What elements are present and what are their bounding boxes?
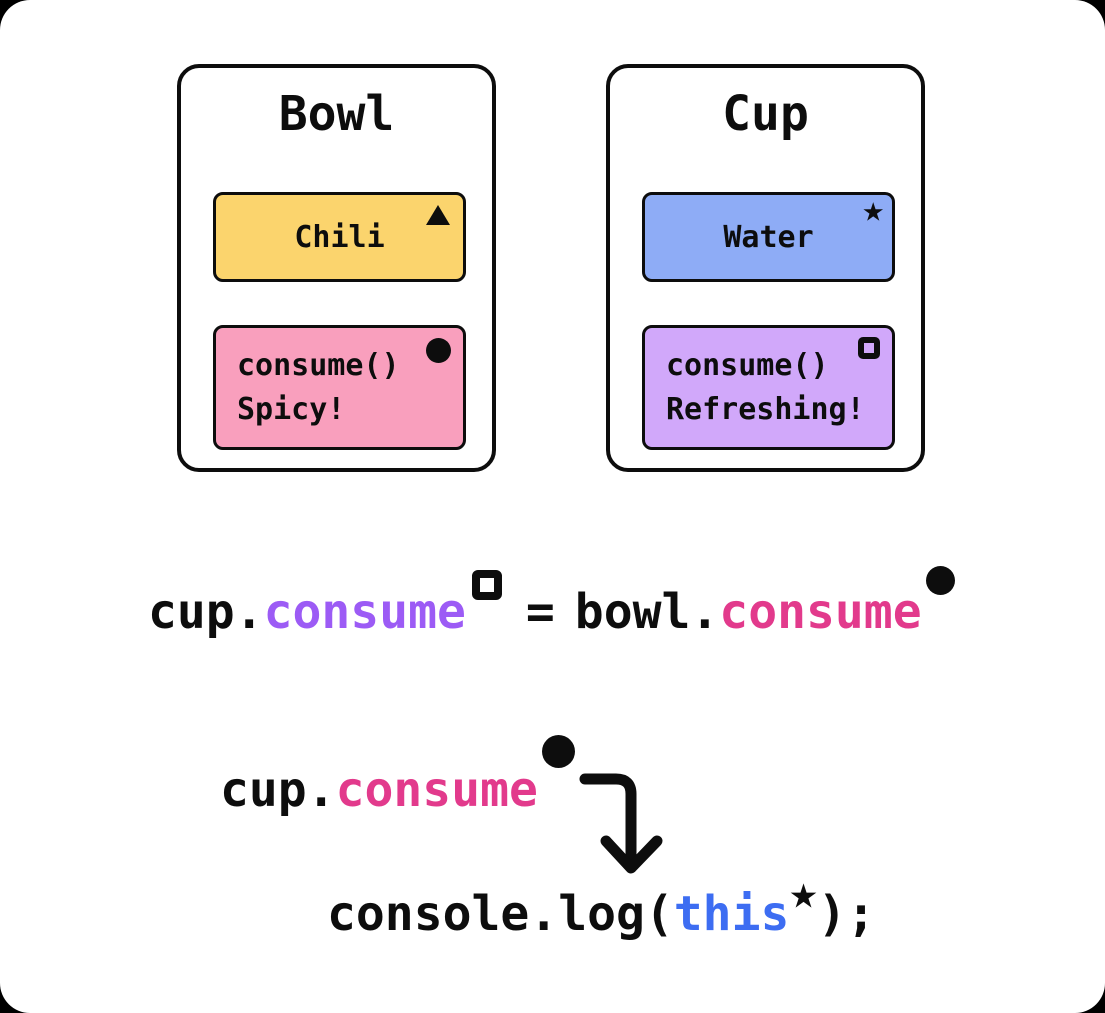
log-suffix: );: [817, 886, 876, 942]
assignment-rhs-object: bowl.: [574, 584, 720, 640]
assignment-lhs-object: cup.: [148, 584, 264, 640]
flow-arrow-icon: [579, 773, 663, 874]
star-icon: ★: [789, 865, 818, 920]
star-icon: ★: [862, 189, 884, 230]
cup-method-name: consume(): [666, 347, 829, 383]
cup-object-box: Cup ★ Water consume() Refreshing!: [606, 64, 925, 472]
log-prefix: console.log(: [327, 886, 674, 942]
bowl-state-label: Chili: [294, 219, 385, 255]
circle-icon: [541, 735, 575, 768]
cup-title: Cup: [722, 86, 809, 142]
square-icon: [471, 570, 502, 600]
log-code-line: console.log( this ★ );: [327, 869, 876, 942]
call-method: consume: [335, 762, 538, 818]
bowl-object-box: Bowl Chili consume() Spicy!: [177, 64, 496, 472]
cup-state-label: Water: [723, 219, 814, 255]
circle-icon: [426, 338, 451, 363]
assignment-lhs-method: consume: [263, 584, 466, 640]
bowl-title: Bowl: [278, 86, 395, 142]
cup-method-result: Refreshing!: [666, 391, 865, 427]
log-keyword-this: this: [673, 886, 790, 942]
bowl-method-property: consume() Spicy!: [213, 325, 466, 450]
assignment-code-line: cup. consume = bowl. consume: [148, 566, 955, 640]
bowl-method-name: consume(): [237, 347, 400, 383]
bowl-state-property: Chili: [213, 192, 466, 282]
cup-method-property: consume() Refreshing!: [642, 325, 895, 450]
call-object: cup.: [220, 762, 336, 818]
bowl-method-result: Spicy!: [237, 391, 346, 427]
assignment-rhs-method: consume: [719, 584, 922, 640]
triangle-icon: [426, 205, 450, 225]
circle-icon: [925, 566, 955, 595]
assignment-operator: =: [525, 584, 555, 640]
square-icon: [858, 337, 880, 359]
call-code-line: cup. consume: [220, 735, 575, 818]
cup-state-property: ★ Water: [642, 192, 895, 282]
